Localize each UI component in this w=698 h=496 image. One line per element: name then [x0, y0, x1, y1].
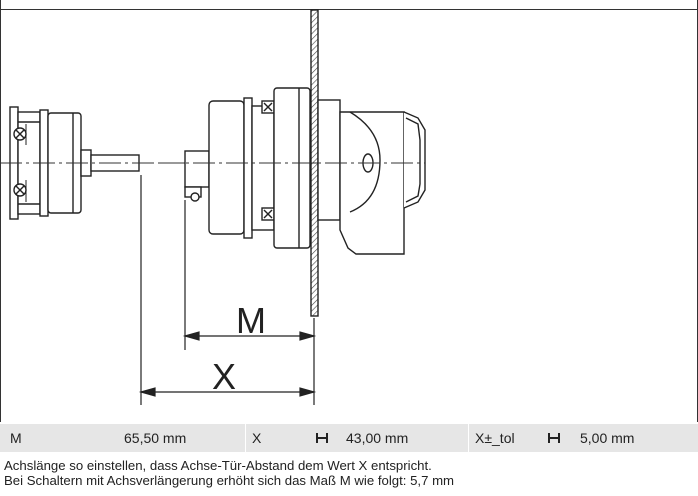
rotary-handle — [317, 99, 426, 255]
dimension-value-x-tol: 5,00 mm — [580, 430, 635, 446]
top-border — [0, 9, 698, 10]
cell-separator — [245, 424, 246, 452]
dimension-name-m: M — [10, 430, 22, 446]
technical-drawing: M X — [0, 9, 426, 405]
width-dimension-icon — [316, 433, 328, 443]
dimension-name-x-tol: X±_tol — [475, 430, 515, 446]
dimension-name-x: X — [252, 430, 262, 446]
note-line: Bei Schaltern mit Achsverlängerung erhöh… — [4, 473, 455, 488]
cell-separator — [468, 424, 469, 452]
installation-notes: Achslänge so einstellen, dass Achse-Tür-… — [4, 458, 694, 488]
door-coupling — [184, 87, 311, 249]
dimension-value-m: 65,50 mm — [124, 430, 187, 446]
dimension-lines — [138, 175, 317, 405]
dimension-label-x: X — [212, 356, 236, 397]
dimension-label-m: M — [236, 300, 266, 341]
note-line: Achslänge so einstellen, dass Achse-Tür-… — [4, 458, 432, 473]
width-dimension-icon — [548, 433, 560, 443]
dimension-table: M 65,50 mm X 43,00 mm X±_tol 5,00 mm — [0, 424, 698, 452]
dimension-value-x: 43,00 mm — [346, 430, 409, 446]
